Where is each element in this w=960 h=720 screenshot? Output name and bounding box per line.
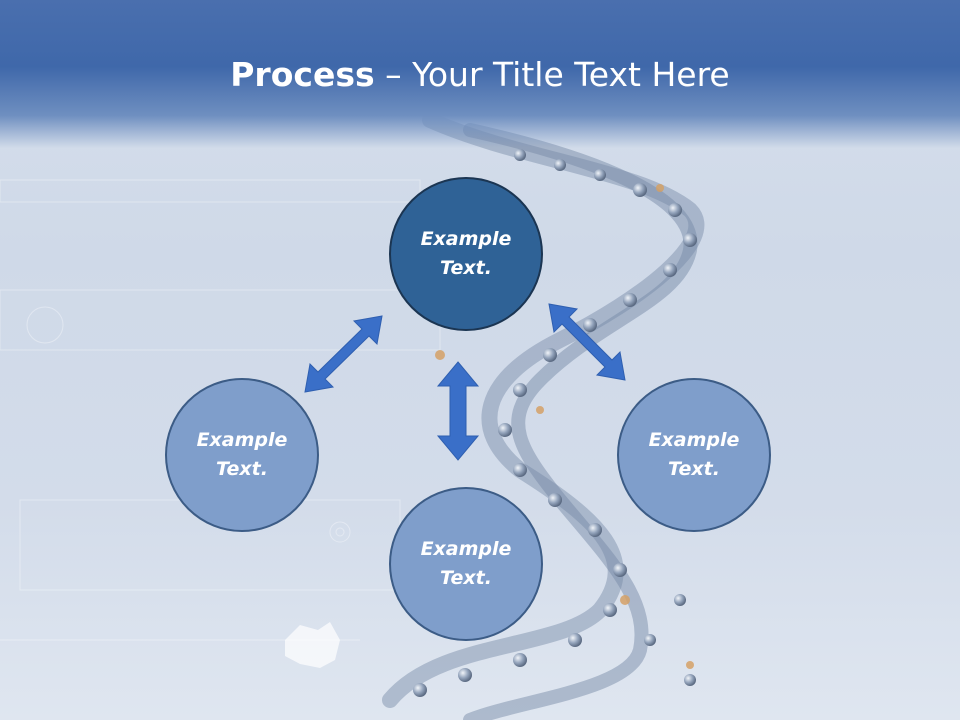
dna-helix <box>382 112 705 720</box>
node-bottom-label: Example Text. <box>420 538 512 589</box>
node-left-label: Example Text. <box>196 429 288 480</box>
australia-shape <box>285 622 340 668</box>
node-top: Example Text. <box>389 177 543 331</box>
node-left: Example Text. <box>165 378 319 532</box>
slide-title: Process – Your Title Text Here <box>0 52 960 98</box>
node-bottom: Example Text. <box>389 487 543 641</box>
node-right-label: Example Text. <box>648 429 740 480</box>
node-top-label: Example Text. <box>420 228 512 279</box>
title-rest: – Your Title Text Here <box>374 55 730 94</box>
title-bold: Process <box>230 55 375 94</box>
node-right: Example Text. <box>617 378 771 532</box>
title-bar <box>0 0 960 148</box>
